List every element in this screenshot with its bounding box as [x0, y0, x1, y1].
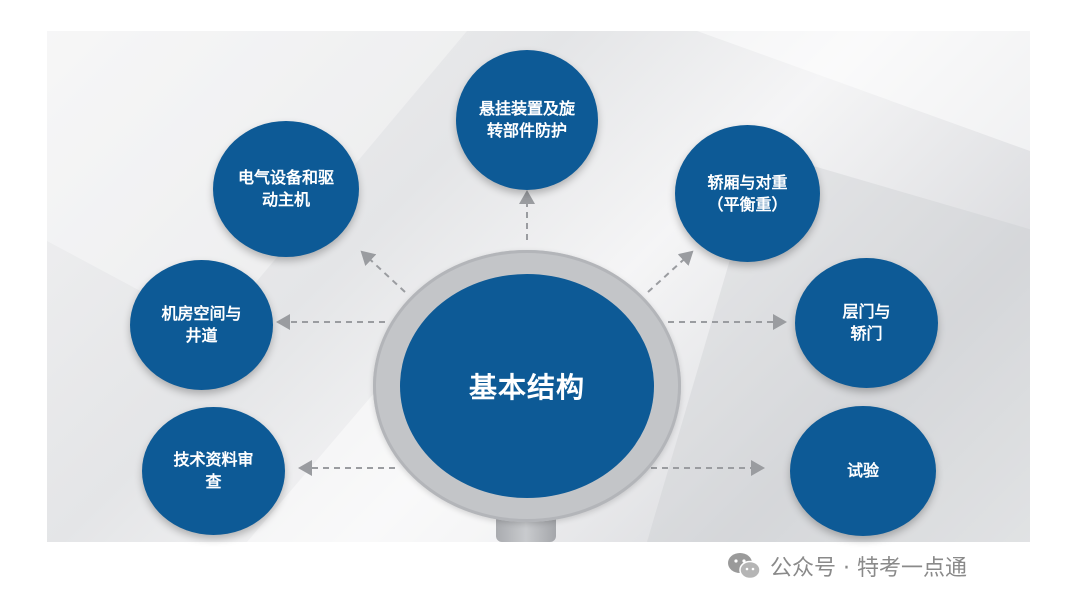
watermark-text: 公众号 · 特考一点通 — [770, 556, 967, 581]
node-label: 层门与轿门 — [842, 302, 891, 343]
node-label: 悬挂装置及旋转部件防护 — [479, 99, 576, 140]
node-machine-room: 机房空间与井道 — [130, 260, 273, 390]
node-electrical: 电气设备和驱动主机 — [213, 121, 359, 257]
arrow-to-car — [647, 250, 694, 293]
node-label: 轿厢与对重（平衡重） — [707, 172, 788, 214]
watermark: 公众号 · 特考一点通 — [726, 548, 967, 584]
node-test: 试验 — [790, 406, 936, 536]
node-tech-docs: 技术资料审查 — [142, 407, 285, 535]
node-label: 电气设备和驱动主机 — [238, 168, 335, 209]
center-label: 基本结构 — [468, 371, 585, 404]
wechat-icon — [728, 553, 761, 580]
node-label: 试验 — [846, 461, 879, 480]
node-label: 技术资料审查 — [173, 450, 254, 491]
center-node: 基本结构 — [400, 274, 654, 498]
node-car: 轿厢与对重（平衡重） — [675, 125, 820, 262]
arrow-to-electrical — [360, 250, 406, 293]
node-doors: 层门与轿门 — [795, 258, 938, 388]
node-suspension: 悬挂装置及旋转部件防护 — [456, 50, 598, 190]
node-label: 机房空间与井道 — [161, 304, 242, 345]
